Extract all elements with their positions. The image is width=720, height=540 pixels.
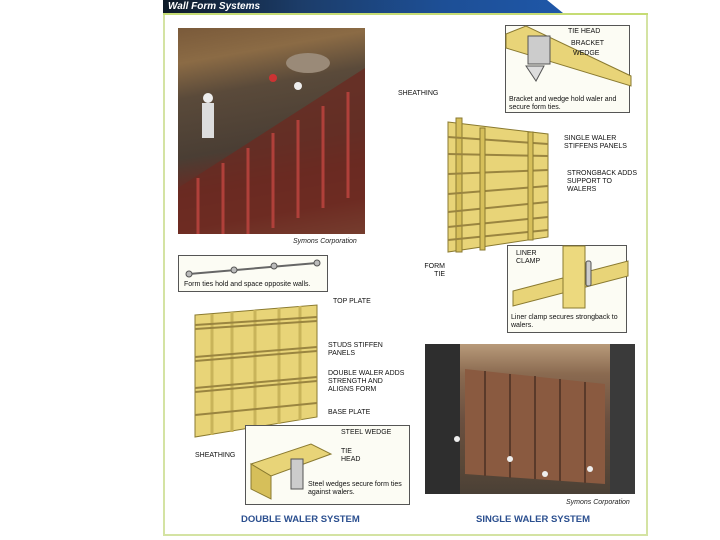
bracket-wedge-icon [505,25,632,87]
label-tie-head-double: TIE HEAD [341,448,361,463]
double-waler-wall-diagram [194,304,318,438]
concrete-pour-photo [178,28,365,234]
label-sheathing-double: SHEATHING [195,452,236,459]
single-waler-wall-diagram [447,117,549,253]
photo-credit-top: Symons Corporation [293,238,357,245]
form-ties-callout: Form ties hold and space opposite walls. [178,255,328,292]
label-base-plate: BASE PLATE [328,409,371,416]
single-waler-forms-photo [425,344,635,494]
page-frame [163,14,648,536]
bracket-wedge-callout: TIE HEAD BRACKET WEDGE Bracket and wedge… [505,25,632,113]
single-waler-title: SINGLE WALER SYSTEM [476,514,591,525]
label-bracket: BRACKET [571,40,605,47]
steel-wedge-caption: Steel wedges secure form ties against wa… [308,481,402,496]
photo-forms-illustration [178,53,365,234]
photo-credit-bottom: Symons Corporation [566,499,630,506]
liner-clamp-caption: Liner clamp secures strongback to walers… [511,314,618,329]
bracket-wedge-caption: Bracket and wedge hold waler and secure … [509,96,617,111]
form-ties-caption: Form ties hold and space opposite walls. [184,281,311,288]
liner-clamp-callout: LINER CLAMP Liner clamp secures strongba… [507,245,629,333]
page-title: Wall Form Systems [168,1,261,12]
header-accent-line [163,13,648,15]
label-studs: STUDS STIFFEN PANELS [328,342,383,357]
header-bar [163,0,563,13]
label-wedge: WEDGE [573,50,600,57]
label-steel-wedge: STEEL WEDGE [341,429,392,436]
label-form-tie: FORM TIE [424,263,445,278]
label-single-waler: SINGLE WALER STIFFENS PANELS [564,135,627,150]
steel-wedge-callout: STEEL WEDGE TIE HEAD Steel wedges secure… [245,425,410,505]
form-tie-rod-icon [185,259,321,278]
photo-forms-illustration [425,344,635,494]
label-liner-clamp: LINER CLAMP [516,250,541,265]
label-top-plate: TOP PLATE [333,298,371,305]
double-waler-wedge-icon [249,443,333,500]
double-waler-title: DOUBLE WALER SYSTEM [241,514,360,525]
label-tie-head-single: TIE HEAD [568,28,601,35]
label-strongback: STRONGBACK ADDS SUPPORT TO WALERS [567,170,638,193]
label-sheathing-single: SHEATHING [398,90,439,97]
label-double-waler: DOUBLE WALER ADDS STRENGTH AND ALIGNS FO… [328,370,405,393]
liner-clamp-icon [512,245,629,309]
